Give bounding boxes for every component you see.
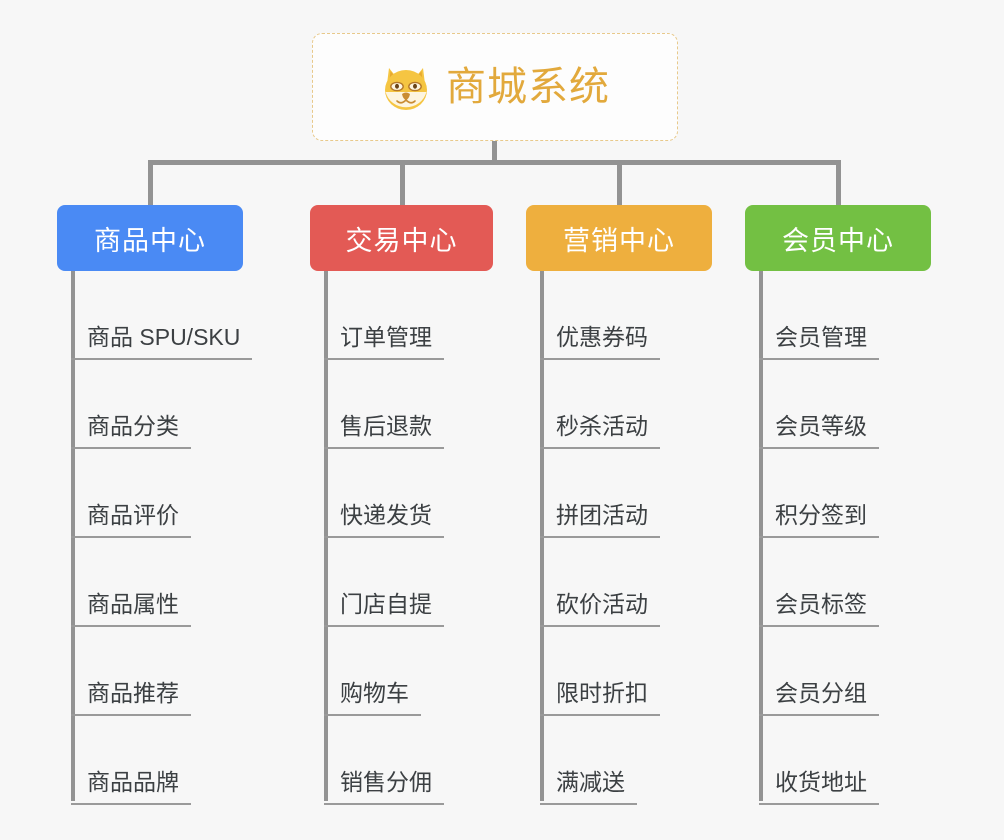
leaf-item[interactable]: 订单管理 <box>324 271 444 360</box>
leaf-item[interactable]: 积分签到 <box>759 449 879 538</box>
leaf-item-label: 购物车 <box>324 679 421 716</box>
category-box-4[interactable]: 会员中心 <box>745 205 931 271</box>
branch-column-3: 营销中心 <box>526 205 712 271</box>
leaf-item-label: 商品推荐 <box>71 679 191 716</box>
branch-spine-4 <box>759 271 763 801</box>
leaf-item[interactable]: 拼团活动 <box>540 449 660 538</box>
leaf-item[interactable]: 商品品牌 <box>71 716 252 805</box>
leaf-item[interactable]: 会员标签 <box>759 538 879 627</box>
leaf-item[interactable]: 限时折扣 <box>540 627 660 716</box>
connector-drop-2 <box>399 163 405 205</box>
branch-spine-3 <box>540 271 544 801</box>
leaf-item-label: 会员等级 <box>759 412 879 449</box>
leaf-item[interactable]: 会员等级 <box>759 360 879 449</box>
shiba-dog-icon <box>380 62 432 112</box>
leaf-list-3: 优惠券码秒杀活动拼团活动砍价活动限时折扣满减送 <box>540 271 660 805</box>
leaf-item[interactable]: 商品分类 <box>71 360 252 449</box>
leaf-item-label: 满减送 <box>540 768 637 805</box>
leaf-item[interactable]: 门店自提 <box>324 538 444 627</box>
leaf-item-label: 砍价活动 <box>540 590 660 627</box>
leaf-item[interactable]: 销售分佣 <box>324 716 444 805</box>
connector-drop-3 <box>617 163 622 205</box>
category-label: 商品中心 <box>94 225 206 256</box>
branch-column-1: 商品中心 <box>57 205 243 271</box>
root-node[interactable]: 商城系统 <box>312 33 678 141</box>
leaf-list-1: 商品 SPU/SKU 商品分类商品评价商品属性商品推荐商品品牌 <box>71 271 253 805</box>
leaf-item[interactable]: 售后退款 <box>324 360 444 449</box>
leaf-item-label: 会员管理 <box>759 323 879 360</box>
leaf-item[interactable]: 会员管理 <box>759 271 879 360</box>
leaf-item[interactable]: 会员分组 <box>759 627 879 716</box>
connector-root-stem <box>492 141 497 163</box>
leaf-item-label: 商品分类 <box>71 412 191 449</box>
leaf-list-4: 会员管理会员等级积分签到会员标签会员分组收货地址 <box>759 271 879 805</box>
leaf-item-label: 商品评价 <box>71 501 191 538</box>
leaf-item[interactable]: 商品 SPU/SKU <box>71 271 253 360</box>
category-box-3[interactable]: 营销中心 <box>526 205 712 271</box>
leaf-item[interactable]: 秒杀活动 <box>540 360 660 449</box>
leaf-item-label: 商品 SPU/SKU <box>71 323 253 360</box>
leaf-item-label: 收货地址 <box>759 768 879 805</box>
branch-spine-1 <box>71 271 75 801</box>
leaf-item[interactable]: 购物车 <box>324 627 444 716</box>
leaf-item-label: 门店自提 <box>324 590 444 627</box>
leaf-item-label: 销售分佣 <box>324 768 444 805</box>
leaf-item[interactable]: 商品推荐 <box>71 627 252 716</box>
leaf-item[interactable]: 收货地址 <box>759 716 879 805</box>
category-label: 交易中心 <box>345 225 458 256</box>
branch-column-2: 交易中心 <box>310 205 493 271</box>
leaf-item-label: 拼团活动 <box>540 501 660 538</box>
leaf-item[interactable]: 商品评价 <box>71 449 252 538</box>
leaf-item-label: 会员分组 <box>759 679 879 716</box>
category-label: 营销中心 <box>563 225 675 256</box>
root-title: 商城系统 <box>446 65 610 109</box>
leaf-item[interactable]: 商品属性 <box>71 538 252 627</box>
branch-spine-2 <box>324 271 328 801</box>
leaf-item-label: 商品品牌 <box>71 768 191 805</box>
leaf-item[interactable]: 砍价活动 <box>540 538 660 627</box>
leaf-item[interactable]: 满减送 <box>540 716 660 805</box>
connector-drop-4 <box>836 163 841 205</box>
leaf-item-label: 积分签到 <box>759 501 879 538</box>
leaf-item-label: 售后退款 <box>324 412 444 449</box>
category-box-1[interactable]: 商品中心 <box>57 205 243 271</box>
leaf-item-label: 快递发货 <box>324 501 444 538</box>
leaf-item-label: 商品属性 <box>71 590 191 627</box>
connector-drop-1 <box>148 163 153 205</box>
connector-horizontal-bar <box>148 160 841 165</box>
leaf-item-label: 优惠券码 <box>540 323 660 360</box>
leaf-list-2: 订单管理售后退款快递发货门店自提购物车销售分佣 <box>324 271 444 805</box>
branch-column-4: 会员中心 <box>745 205 931 271</box>
leaf-item[interactable]: 优惠券码 <box>540 271 660 360</box>
category-box-2[interactable]: 交易中心 <box>310 205 493 271</box>
leaf-item-label: 订单管理 <box>324 323 444 360</box>
leaf-item[interactable]: 快递发货 <box>324 449 444 538</box>
leaf-item-label: 秒杀活动 <box>540 412 660 449</box>
category-label: 会员中心 <box>782 225 894 256</box>
leaf-item-label: 会员标签 <box>759 590 879 627</box>
leaf-item-label: 限时折扣 <box>540 679 660 716</box>
